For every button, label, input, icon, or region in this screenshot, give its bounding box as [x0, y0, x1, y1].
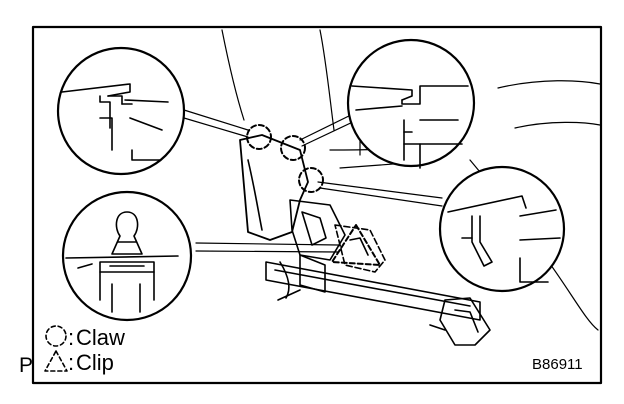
legend-claw-colon: :	[68, 325, 75, 350]
claw-marker	[280, 135, 306, 161]
figure-id: B86911	[532, 356, 583, 373]
callout-leaders	[183, 109, 443, 253]
dashed-triangle-icon	[44, 350, 68, 372]
legend-clip-label: Clip	[76, 350, 114, 375]
page-letter: P	[19, 354, 34, 377]
side-cover	[239, 134, 309, 241]
dashed-circle-icon	[45, 325, 67, 347]
detail-circle-right	[438, 165, 566, 293]
seat-rail	[265, 199, 491, 346]
clip-marker	[331, 224, 381, 266]
detail-circle-lower-left	[61, 190, 193, 322]
detail-circle-upper-right	[346, 38, 476, 169]
legend-claw-label: Claw	[76, 325, 125, 350]
legend-clip-colon: :	[68, 350, 75, 375]
figure-frame	[31, 25, 603, 385]
detail-circle-upper-left	[56, 46, 186, 176]
claw-marker	[298, 167, 324, 193]
